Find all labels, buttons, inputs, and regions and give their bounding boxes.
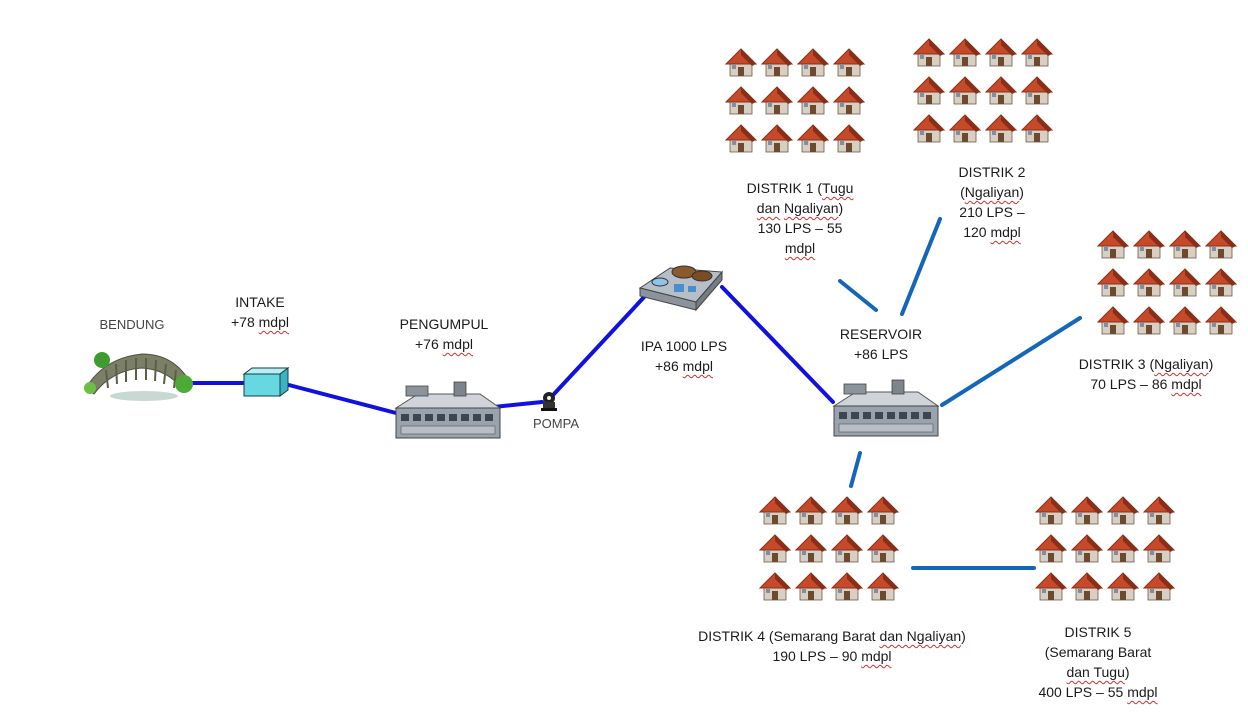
distrik2-elev: 120 — [963, 224, 991, 240]
distrik3-capacity: 70 LPS – 86 — [1090, 376, 1172, 392]
distrik5-line3-area: dan Tugu — [1066, 664, 1125, 680]
house-cluster-icon — [913, 38, 1053, 143]
distrik3-line1-area: Ngaliyan — [1154, 356, 1209, 372]
ipa-name: IPA 1000 LPS — [640, 338, 728, 354]
distrik4-line1-text: DISTRIK 4 (Semarang Barat — [698, 628, 880, 644]
distrik1-line2: dan Ngaliyan) — [730, 198, 870, 218]
ipa-elev-unit: mdpl — [682, 358, 713, 374]
distribution-pipes — [838, 217, 1082, 570]
intake-label: INTAKE +78 mdpl — [210, 292, 310, 332]
distrik4-line1-area: dan Ngaliyan — [879, 628, 962, 644]
distrik4-line1-close: ) — [961, 628, 966, 644]
treatment-plant-icon — [638, 265, 724, 312]
distrik3-line1-text: DISTRIK 3 ( — [1078, 356, 1155, 372]
distrik3-line1-close: ) — [1208, 356, 1214, 372]
distrik1-label: DISTRIK 1 (Tugu dan Ngaliyan) 130 LPS – … — [730, 178, 870, 258]
distrik5-line1: DISTRIK 5 — [1064, 624, 1132, 640]
reservoir-name: RESERVOIR — [839, 326, 923, 342]
pipe-ipa-reservoir — [720, 285, 835, 404]
distrik5-elev-unit: mdpl — [1127, 684, 1158, 700]
intake-elev-prefix: +78 — [231, 314, 255, 330]
distrik3-elev-unit: mdpl — [1171, 376, 1202, 392]
distrik4-elev-unit: mdpl — [861, 648, 892, 664]
distrik4-line2: 190 LPS – 90 mdpl — [660, 646, 1004, 666]
distrik1-line2-paren: ) — [838, 200, 844, 216]
pengumpul-elev-unit: mdpl — [442, 336, 473, 352]
reservoir-capacity: +86 LPS — [853, 346, 909, 362]
house-cluster-icon — [1035, 496, 1175, 601]
distrik1-line1-area: Tugu — [822, 180, 854, 196]
distrik5-line4: 400 LPS – 55 mdpl — [1020, 682, 1176, 702]
distrik1-capacity: 130 LPS – 55 — [757, 220, 843, 236]
pengumpul-elev-prefix: +76 — [415, 336, 439, 352]
weir-icon — [84, 352, 193, 401]
distrik2-capacity: 210 LPS – — [959, 204, 1025, 220]
distrik4-label: DISTRIK 4 (Semarang Barat dan Ngaliyan) … — [660, 626, 1004, 666]
reservoir-label: RESERVOIR +86 LPS — [826, 324, 936, 364]
distrik4-line1: DISTRIK 4 (Semarang Barat dan Ngaliyan) — [660, 626, 1004, 646]
intake-name: INTAKE — [235, 294, 285, 310]
distrik2-line2: (Ngaliyan) — [930, 182, 1054, 202]
pipe-reservoir-distrik1 — [838, 279, 878, 312]
pipe-reservoir-distrik4 — [849, 451, 862, 488]
building-icon — [395, 381, 501, 439]
ipa-label: IPA 1000 LPS +86 mdpl — [622, 336, 746, 376]
distrik2-line2-area: Ngaliyan — [964, 184, 1020, 200]
distrik1-line2-area: Ngaliyan — [784, 200, 839, 216]
pengumpul-label: PENGUMPUL +76 mdpl — [384, 314, 504, 354]
distrik5-line3-close: ) — [1124, 664, 1130, 680]
intake-box-icon — [242, 367, 290, 397]
distrik1-line1-text: DISTRIK 1 ( — [746, 180, 823, 196]
bendung-name: BENDUNG — [99, 317, 165, 332]
distrik5-capacity: 400 LPS – 55 — [1038, 684, 1128, 700]
intake-elevation: +78 mdpl — [210, 312, 310, 332]
distrik1-elev-unit: mdpl — [784, 240, 816, 256]
pipe-pompa-ipa — [552, 293, 648, 396]
distrik3-line1: DISTRIK 3 (Ngaliyan) — [1066, 354, 1226, 374]
building-icon — [833, 379, 939, 437]
distrik2-line2-close: ) — [1019, 184, 1024, 200]
pipe-intake-pengumpul — [283, 382, 398, 415]
pipe-reservoir-distrik3 — [940, 316, 1082, 407]
intake-elev-unit: mdpl — [258, 314, 289, 330]
distrik3-line2: 70 LPS – 86 mdpl — [1066, 374, 1226, 394]
pompa-label: POMPA — [516, 414, 596, 434]
bendung-label: BENDUNG — [82, 315, 182, 335]
distrik1-line1: DISTRIK 1 (Tugu — [730, 178, 870, 198]
distrik4-capacity: 190 LPS – 90 — [772, 648, 862, 664]
pump-icon — [541, 392, 557, 411]
distrik2-label: DISTRIK 2 (Ngaliyan) 210 LPS – 120 mdpl — [930, 162, 1054, 242]
pengumpul-name: PENGUMPUL — [399, 316, 489, 332]
distrik2-elev-unit: mdpl — [990, 224, 1021, 240]
house-cluster-icon — [1097, 230, 1237, 335]
ipa-elevation: +86 mdpl — [622, 356, 746, 376]
pengumpul-elevation: +76 mdpl — [384, 334, 504, 354]
pipe-reservoir-distrik2 — [900, 217, 942, 316]
distrik2-line1: DISTRIK 2 — [958, 164, 1026, 180]
distrik3-label: DISTRIK 3 (Ngaliyan) 70 LPS – 86 mdpl — [1066, 354, 1226, 394]
distrik1-line2-dan: dan — [756, 200, 781, 216]
distrik5-line2: (Semarang Barat — [1044, 644, 1152, 660]
distrik5-line3: dan Tugu) — [1020, 662, 1176, 682]
house-cluster-icon — [759, 496, 899, 601]
distrik2-line2-open: ( — [960, 184, 965, 200]
distrik5-label: DISTRIK 5 (Semarang Barat dan Tugu) 400 … — [1020, 622, 1176, 702]
house-cluster-icon — [725, 48, 865, 153]
distrik2-line4: 120 mdpl — [930, 222, 1054, 242]
pompa-name: POMPA — [533, 416, 579, 431]
ipa-elev-prefix: +86 — [655, 358, 679, 374]
